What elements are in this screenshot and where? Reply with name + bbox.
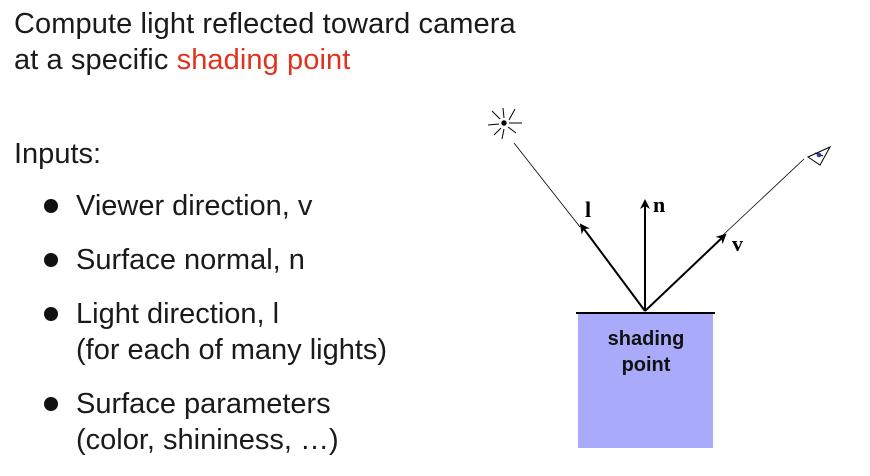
view-direction-arrow [644,233,727,312]
light-vector-label: l [585,197,591,222]
title-line-2-prefix: at a specific [14,44,177,76]
title-line-2: at a specific shading point [14,42,516,78]
view-ray-line [721,158,805,237]
list-item-subtext: (color, shininess, …) [76,424,339,456]
inputs-heading: Inputs: [14,138,102,170]
slide-title: Compute light reflected toward camera at… [14,6,516,78]
normal-vector-label: n [653,192,665,217]
list-item: Surface normal, n [44,242,387,278]
title-line-1: Compute light reflected toward camera [14,8,516,40]
camera-icon [806,145,832,166]
list-item: Light direction, l (for each of many lig… [44,296,387,368]
bullet-icon [44,199,58,213]
title-highlight: shading point [176,44,351,76]
list-item: Surface parameters (color, shininess, …) [44,386,387,458]
bullet-icon [44,307,58,321]
list-item-text: Light direction, l [76,298,280,330]
bullet-icon [44,253,58,267]
list-item-subtext: (for each of many lights) [76,334,388,366]
inputs-list: Viewer direction, v Surface normal, n Li… [44,188,387,476]
shading-point-surface [578,313,713,448]
list-item-text: Viewer direction, v [76,190,313,222]
light-direction-arrow [579,223,646,312]
view-vector-label: v [732,231,743,256]
list-item: Viewer direction, v [44,188,387,224]
shading-point-label-line-1: shading [608,328,685,350]
light-source-icon [487,107,522,140]
bullet-icon [44,397,58,411]
shading-point-label-line-2: point [622,354,671,376]
shading-diagram: shading point l n v [487,107,832,448]
list-item-text: Surface normal, n [76,244,305,276]
list-item-text: Surface parameters [76,388,331,420]
light-ray-line [513,142,581,228]
